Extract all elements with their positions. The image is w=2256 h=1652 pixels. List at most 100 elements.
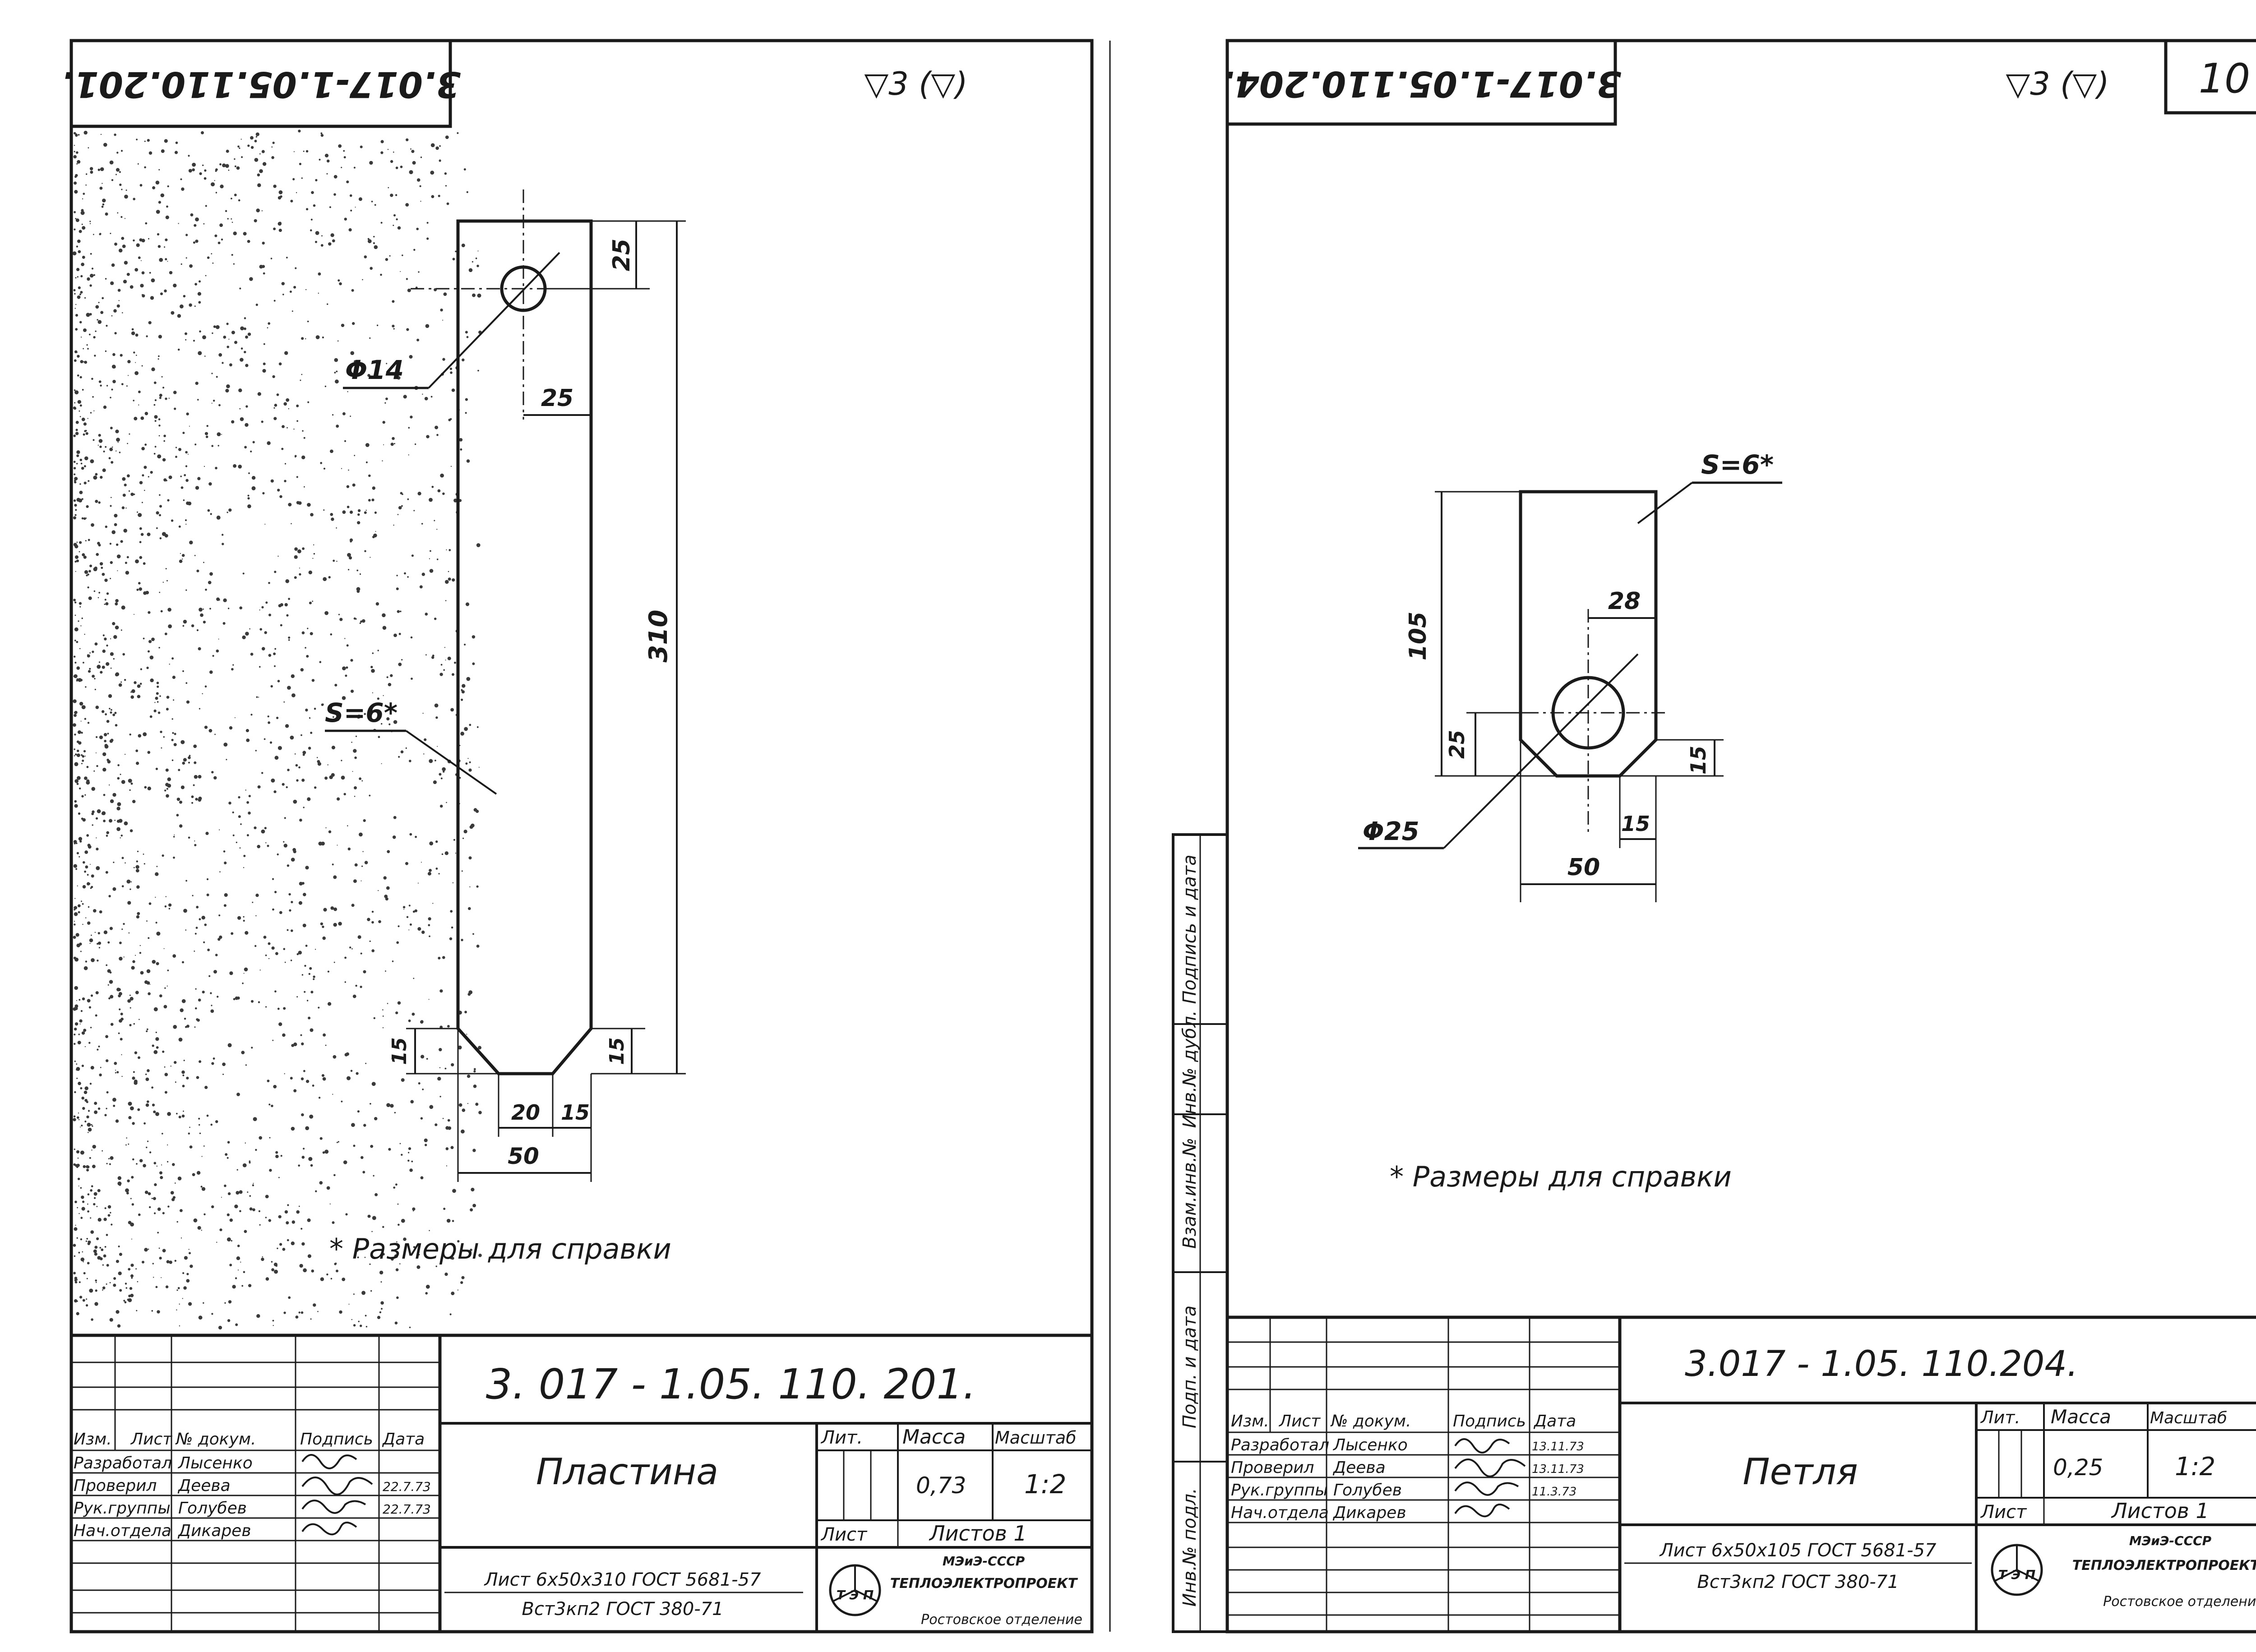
speckle-dot [95,1279,97,1282]
speckle-dot [155,896,156,898]
speckle-dot [153,1197,156,1200]
speckle-dot [92,396,94,398]
speckle-dot [84,456,88,461]
speckle-dot [81,900,82,902]
speckle-dot [447,1025,450,1028]
speckle-dot [282,425,285,428]
speckle-dot [137,511,138,513]
speckle-dot [88,480,90,482]
speckle-dot [148,650,150,653]
speckle-dot [426,435,430,438]
speckle-dot [152,960,156,964]
speckle-dot [199,330,201,332]
speckle-dot [239,147,240,149]
speckle-dot [255,915,257,917]
speckle-dot [156,682,159,684]
speckle-dot [357,1110,360,1113]
speckle-dot [417,492,421,496]
speckle-dot [173,699,175,701]
speckle-dot [268,942,271,945]
speckle-dot [219,935,222,939]
speckle-dot [243,916,245,918]
speckle-dot [109,980,113,984]
speckle-dot [133,239,135,242]
speckle-dot [182,432,185,434]
speckle-dot [126,879,131,884]
speckle-dot [199,1132,201,1134]
speckle-dot [154,702,156,703]
speckle-dot [245,1142,246,1144]
speckle-dot [228,169,230,171]
right-sheet-number: 10 [2199,55,2251,102]
speckle-dot [322,1151,325,1154]
speckle-dot [104,744,109,749]
speckle-dot [316,757,318,758]
speckle-dot [125,1287,128,1289]
left-top-stamp-text: 3.017-1.05.110.201. [61,64,461,104]
speckle-dot [250,146,254,149]
speckle-dot [138,390,141,393]
speckle-dot [198,301,201,304]
speckle-dot [73,543,77,547]
speckle-dot [199,708,200,710]
speckle-dot [337,1141,339,1143]
speckle-dot [393,1186,396,1189]
speckle-dot [235,996,239,1000]
speckle-dot [158,201,161,204]
speckle-dot [97,932,100,935]
speckle-dot [236,1093,240,1096]
speckle-dot [420,1117,423,1120]
speckle-dot [181,187,185,191]
speckle-dot [79,602,82,605]
speckle-dot [111,530,116,534]
speckle-dot [164,789,166,792]
left-scale-label: Масштаб [995,1428,1077,1448]
speckle-dot [111,365,116,369]
speckle-dot [331,517,334,521]
speckle-dot [73,1244,76,1247]
speckle-dot [95,1289,97,1292]
speckle-dot [415,835,417,838]
speckle-dot [174,1260,176,1262]
speckle-dot [78,498,83,503]
left-row-date-3: 22.7.73 [383,1502,431,1517]
speckle-dot [160,292,163,295]
speckle-dot [171,1198,175,1201]
speckle-dot [329,775,333,780]
right-row-date-3: 11.3.73 [1532,1485,1576,1499]
speckle-dot [86,574,88,577]
speckle-dot [245,1064,247,1066]
speckle-dot [330,513,333,516]
speckle-dot [84,633,85,635]
speckle-dot [296,420,298,422]
speckle-dot [404,572,406,575]
speckle-dot [207,948,210,951]
speckle-dot [152,1263,154,1264]
left-row-date-2: 22.7.73 [383,1479,431,1494]
speckle-dot [194,932,197,935]
speckle-dot [364,1256,366,1258]
speckle-dot [174,407,176,410]
speckle-dot [81,1195,84,1199]
speckle-dot [344,638,346,639]
speckle-dot [205,435,208,438]
speckle-dot [139,952,142,954]
speckle-dot [393,151,394,153]
speckle-dot [283,402,287,406]
speckle-dot [324,1149,329,1154]
speckle-dot [91,812,94,815]
speckle-dot [98,434,101,437]
speckle-dot [75,134,78,137]
speckle-dot [278,362,282,365]
speckle-dot [425,1284,430,1289]
speckle-dot [444,647,446,648]
speckle-dot [147,139,150,142]
speckle-dot [333,923,337,927]
speckle-dot [85,960,88,963]
right-lit-label: Лит. [1980,1407,2020,1427]
speckle-dot [450,418,452,420]
speckle-dot [429,841,434,846]
speckle-dot [160,1176,163,1179]
speckle-dot [280,1155,282,1157]
speckle-dot [175,1182,176,1184]
